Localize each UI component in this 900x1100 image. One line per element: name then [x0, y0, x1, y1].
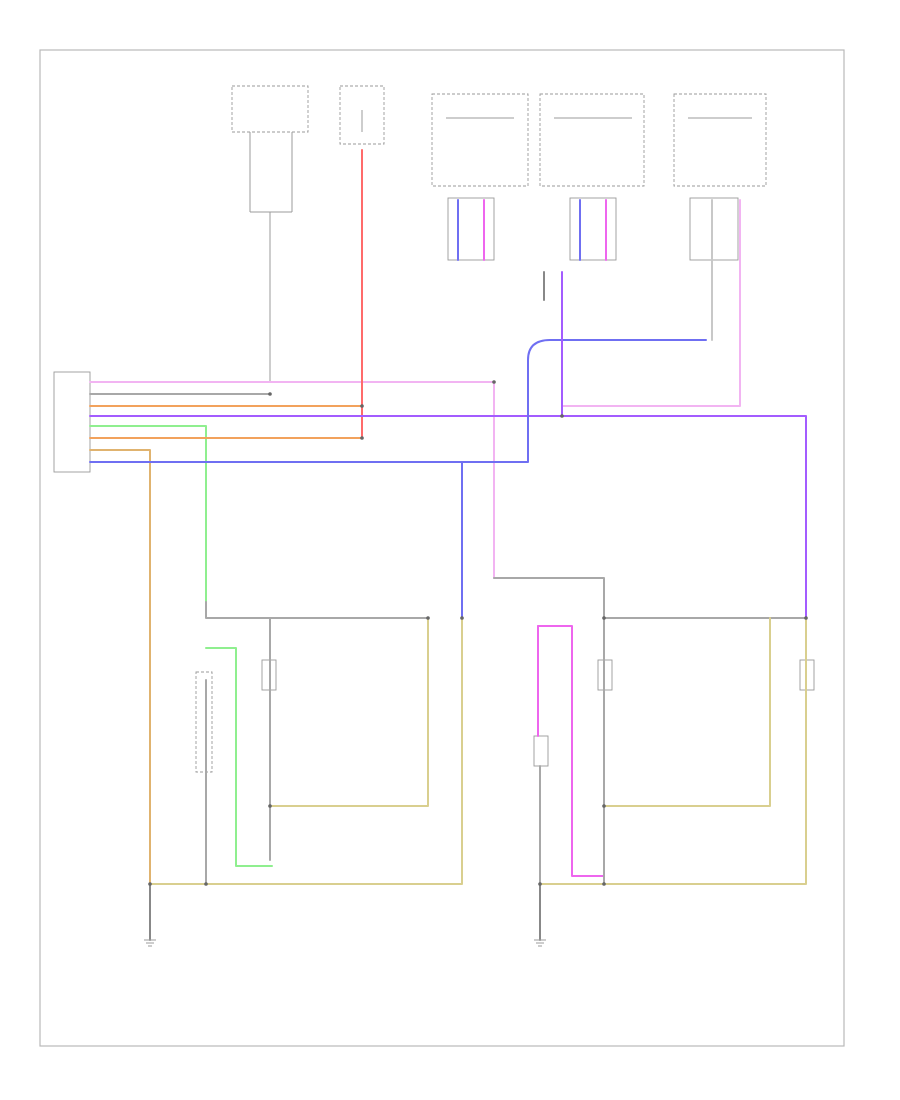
wire-purple-main: [89, 415, 807, 619]
connector-left: [447, 197, 495, 261]
wire-blue-main: [89, 339, 707, 463]
wire-pink-right-connector: [561, 199, 741, 407]
wire-gray-jumper: [493, 577, 605, 619]
wire-green-main: [89, 425, 207, 603]
wire-magenta-right: [537, 625, 605, 877]
wire-tan-loop-right: [603, 617, 771, 807]
ground-symbol-left: [144, 939, 156, 947]
wire-tan-ground-bus-right: [539, 617, 807, 885]
seat-heater-module-right: [673, 93, 767, 187]
seat-heater-module-left: [431, 93, 529, 187]
seat-heater-element-right: [533, 735, 549, 767]
seat-heater-module-center: [539, 93, 645, 187]
connector-center: [569, 197, 617, 261]
ground-symbol-right: [534, 939, 546, 947]
wire-tan-ground-left: [89, 449, 151, 885]
wire-tan-loop-left: [269, 617, 429, 807]
wire-tan-ground-bus-left: [149, 617, 463, 885]
seat-control-module: [53, 371, 91, 473]
connector-right: [689, 197, 739, 261]
top-left-module: [231, 85, 309, 382]
wire-gray-lower-left: [205, 601, 429, 619]
diagram-frame: [39, 49, 845, 1047]
fuse-box: [339, 85, 385, 145]
splice-points: [148, 380, 808, 886]
wire-green-inner: [205, 647, 273, 867]
seat-heater-element-left: [195, 671, 213, 773]
